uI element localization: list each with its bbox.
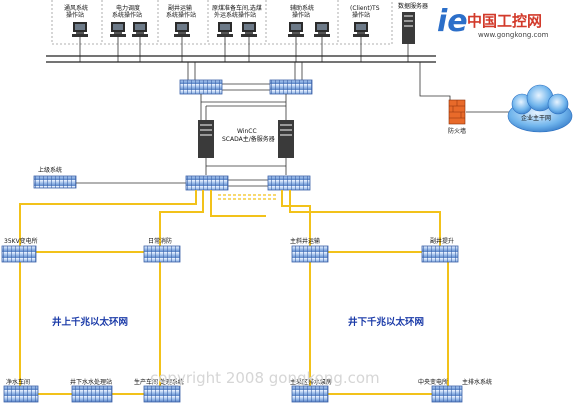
station-label-5b: 操作站: [292, 11, 310, 19]
ring-switch-prod-water: [143, 385, 181, 403]
workstation-icon: [288, 22, 304, 37]
firewall-label: 防火墙: [448, 127, 466, 135]
ring-switch-water-treat: [71, 385, 113, 403]
core-switch-b: [269, 79, 313, 95]
station-label-2a: 电力调度: [116, 4, 140, 12]
ring-switches: [1, 245, 463, 403]
data-server-label: 数据服务器: [398, 2, 428, 10]
node-label-prod-water: 生产车间 处理系统: [134, 378, 184, 386]
logo-url: www.gongkong.com: [478, 31, 549, 39]
node-label-main-drain: 主排水系统: [462, 378, 492, 386]
ring-switch-daily-fire: [143, 245, 181, 263]
station-label-1a: 通风系统: [64, 4, 88, 12]
node-label-water-treat: 井下水水处理站: [70, 378, 112, 386]
fiber-cross-links: [218, 194, 276, 200]
scada-label-line2: SCADA主/备服务器: [222, 135, 275, 143]
node-label-sewage: 净水车间: [6, 378, 30, 386]
ring-switch-main-transport: [291, 245, 329, 263]
fiber-rings: [19, 190, 449, 395]
scada-label-line1: WinCC: [237, 128, 257, 135]
workstation-icon: [217, 22, 233, 37]
station-drop-lines: [79, 37, 409, 62]
logo-name: 中国工控网: [467, 12, 542, 30]
station-label-1b: 操作站: [66, 11, 84, 19]
firewall-icon: [448, 99, 466, 125]
bus-uplinks: [187, 62, 303, 91]
operator-station-area: [51, 0, 393, 45]
server-links: [200, 94, 287, 122]
server-downlinks: [205, 158, 287, 187]
server-tower-icon: [402, 12, 415, 44]
node-label-main-transport: 主斜井运输: [290, 237, 320, 245]
station-label-2b: 系统操作站: [112, 11, 142, 19]
enterprise-cloud-icon: [507, 84, 573, 133]
core-switch-a: [179, 79, 223, 95]
dist-switch-a: [185, 175, 229, 191]
dist-switch-b: [267, 175, 311, 191]
node-label-central-sub: 中央变电所: [418, 378, 448, 386]
workstation-icon: [72, 22, 88, 37]
node-label-daily-fire: 日常消防: [148, 237, 172, 245]
workstation-icon: [314, 22, 330, 37]
main-bus: [46, 55, 436, 63]
copyright-watermark: copyright 2008 gongkong.com: [150, 369, 380, 387]
workstation-icon: [241, 22, 257, 37]
station-label-4b: 外运系统操作站: [214, 11, 256, 19]
workstation-icon: [132, 22, 148, 37]
station-label-4a: 原煤准备车间,选煤: [212, 4, 262, 12]
below-ground-ring-label: 井下千兆以太环网: [348, 316, 424, 328]
firewall-links: [419, 62, 510, 113]
workstation-icon: [353, 22, 369, 37]
above-ground-ring-label: 井上千兆以太环网: [52, 316, 128, 328]
ring-switch-substation: [1, 245, 37, 263]
workstation-icons: [72, 22, 369, 37]
node-label-aux-lift: 副井提升: [430, 237, 454, 245]
ring-switch-sewage: [3, 385, 39, 403]
scada-server-backup-icon: [278, 120, 294, 158]
ring-switch-aux-lift: [421, 245, 459, 263]
scada-server-primary-icon: [198, 120, 214, 158]
workstation-icon: [174, 22, 190, 37]
station-label-5a: 辅助系统: [290, 4, 314, 12]
node-label-pump-room: 主采区排水泵房: [290, 378, 332, 386]
site-logo: ie 中国工控网 www.gongkong.com: [437, 4, 549, 39]
enterprise-net-label: 企业主干网: [521, 114, 551, 122]
ring-switch-central-sub: [431, 385, 463, 403]
ring-switch-pump-room: [291, 385, 329, 403]
upper-system-switch: [33, 175, 77, 189]
station-label-3a: 副井运输: [168, 4, 192, 12]
station-dividers: [101, 0, 339, 44]
station-label-3b: 系统操作站: [166, 11, 196, 19]
upper-system-label: 上级系统: [38, 166, 62, 174]
workstation-icon: [110, 22, 126, 37]
station-label-6a: (Client)TS: [350, 5, 380, 12]
node-label-substation: 35KV变电所: [4, 237, 38, 245]
station-label-6b: 操作站: [352, 11, 370, 19]
logo-mark-icon: ie: [437, 4, 468, 39]
